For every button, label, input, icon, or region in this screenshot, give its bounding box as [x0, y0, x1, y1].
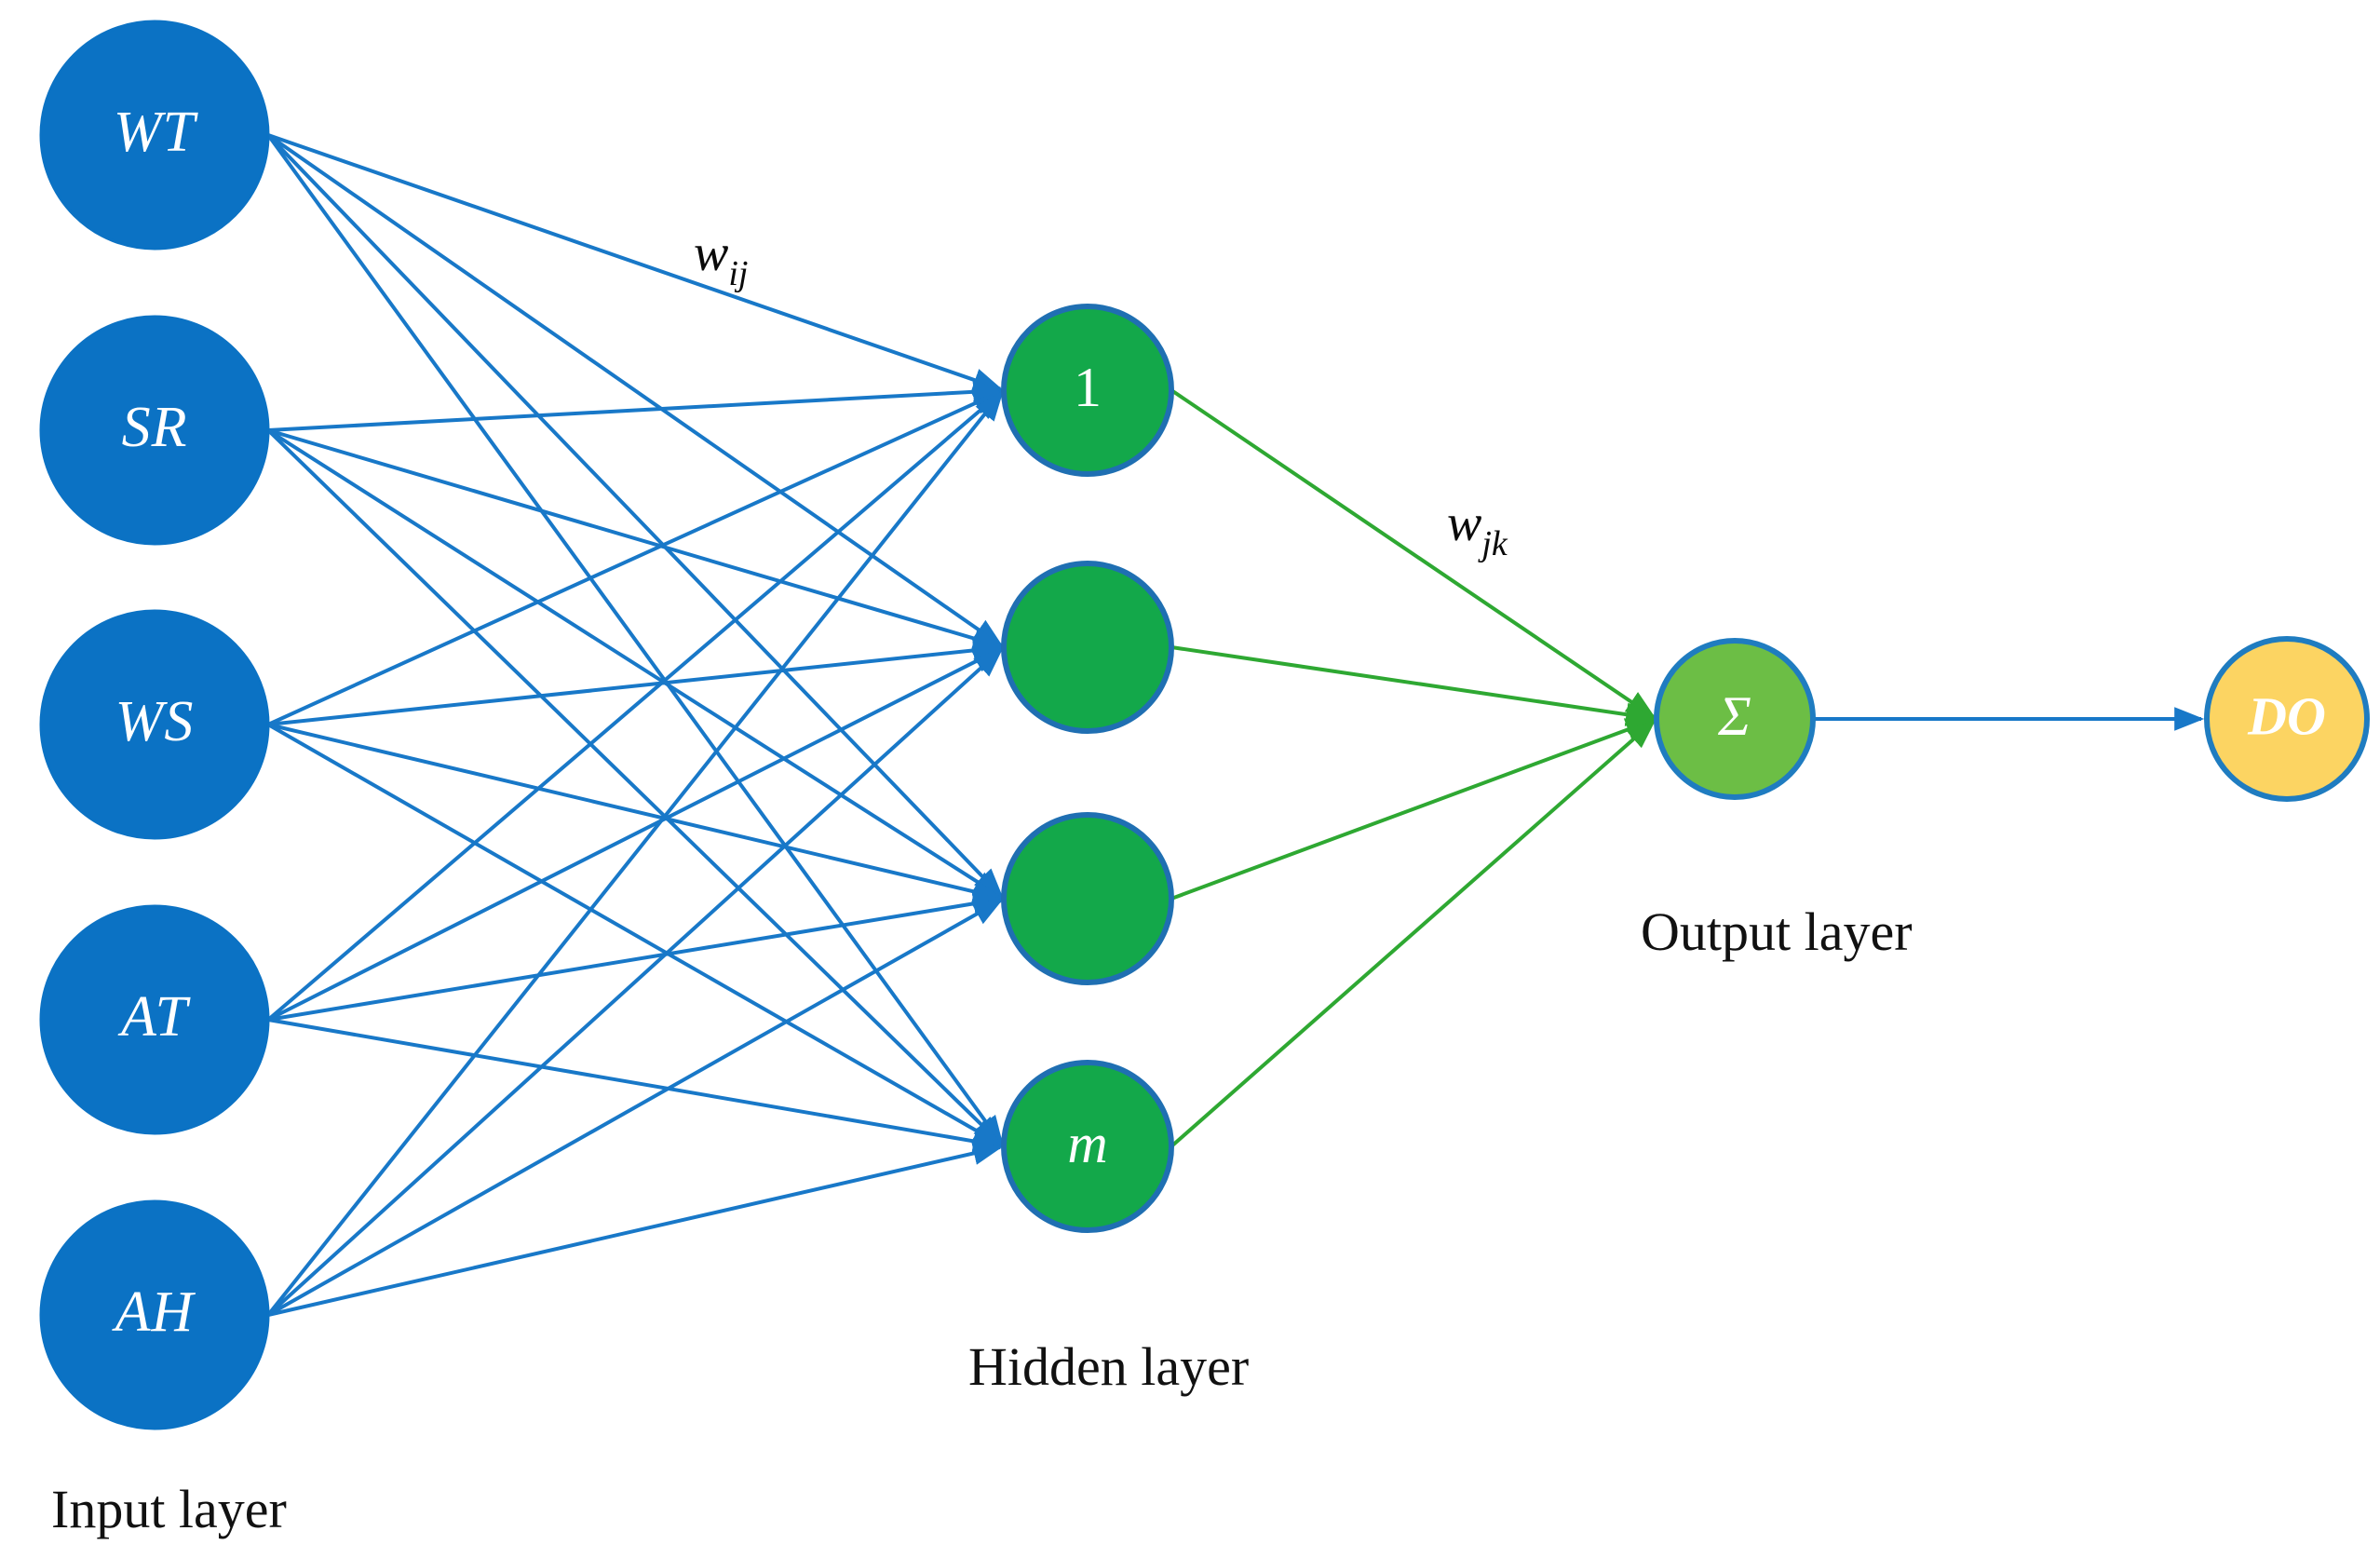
- hidden-node-circle: [1001, 561, 1174, 734]
- edge-input-0-hidden-2: [266, 133, 1004, 899]
- edge-input-2-hidden-2: [267, 723, 1004, 903]
- input-layer-nodes: WT SR WS AT AH: [39, 20, 270, 1430]
- summation-node-label: Σ: [1717, 685, 1751, 747]
- hidden-node-circle: [1001, 304, 1174, 477]
- output-node-do[interactable]: DO: [2204, 636, 2370, 802]
- input-node-label: AH: [112, 1280, 196, 1344]
- edge-input-2-hidden-1: [267, 638, 1004, 726]
- input-node-circle: [39, 609, 270, 840]
- layer-captions: Input layer Hidden layer Output layer: [51, 901, 1913, 1539]
- edge-input-4-hidden-3: [267, 1141, 1004, 1317]
- input-node-label: WS: [115, 690, 195, 753]
- input-node-at[interactable]: AT: [39, 904, 270, 1135]
- output-node-group: DO: [2204, 636, 2370, 802]
- summation-node[interactable]: Σ: [1654, 638, 1816, 800]
- edge-input-3-hidden-0: [266, 390, 1004, 1022]
- input-node-circle: [39, 315, 270, 546]
- output-layer-caption: Output layer: [1641, 901, 1913, 962]
- edge-hidden-0-summation: [1170, 388, 1657, 719]
- input-node-label: WT: [114, 101, 199, 164]
- edge-input-3-hidden-3: [267, 1018, 1004, 1154]
- edge-input-2-hidden-3: [267, 723, 1004, 1146]
- hidden-node-3[interactable]: [1001, 812, 1174, 985]
- edge-hidden-3-summation: [1170, 719, 1657, 1148]
- input-node-ah[interactable]: AH: [39, 1199, 270, 1430]
- edge-input-0-hidden-0: [267, 133, 1004, 392]
- input-node-circle: [39, 20, 270, 251]
- weight-subscript: jk: [1477, 524, 1508, 563]
- weight-symbol: w: [1447, 494, 1481, 552]
- hidden-node-2[interactable]: [1001, 561, 1174, 734]
- edge-input-3-hidden-2: [267, 891, 1004, 1022]
- edge-input-1-hidden-3: [266, 428, 1004, 1146]
- hidden-node-circle: [1001, 1060, 1174, 1233]
- hidden-to-output-weight: wjk: [1447, 494, 1508, 563]
- input-node-ws[interactable]: WS: [39, 609, 270, 840]
- hidden-node-1[interactable]: 1: [1001, 304, 1174, 477]
- edge-input-1-hidden-0: [267, 380, 1004, 432]
- edge-input-4-hidden-1: [266, 647, 1004, 1317]
- edge-input-3-hidden-1: [267, 647, 1004, 1022]
- edge-input-0-hidden-1: [266, 133, 1004, 647]
- input-node-label: AT: [117, 985, 192, 1049]
- hidden-to-summation-edges: [1170, 388, 1657, 1148]
- hidden-node-label: 1: [1074, 357, 1102, 418]
- input-node-sr[interactable]: SR: [39, 315, 270, 546]
- summation-node-group: Σ: [1654, 638, 1816, 800]
- input-node-wt[interactable]: WT: [39, 20, 270, 251]
- hidden-layer-caption: Hidden layer: [968, 1336, 1249, 1397]
- output-node-circle: [2204, 636, 2370, 802]
- weight-subscript: ij: [728, 254, 748, 293]
- edge-input-1-hidden-1: [267, 428, 1004, 650]
- hidden-layer-nodes: 1m: [1001, 304, 1174, 1233]
- hidden-node-label: m: [1067, 1113, 1107, 1174]
- weight-symbol: w: [694, 224, 728, 282]
- input-to-hidden-edges: [266, 133, 1004, 1317]
- edge-input-4-hidden-0: [266, 390, 1004, 1317]
- edge-hidden-1-summation: [1170, 645, 1657, 726]
- edge-input-0-hidden-3: [266, 133, 1004, 1146]
- edge-input-2-hidden-0: [267, 389, 1004, 726]
- hidden-node-m[interactable]: m: [1001, 1060, 1174, 1233]
- input-layer-caption: Input layer: [51, 1479, 287, 1539]
- output-node-label: DO: [2247, 685, 2326, 746]
- input-node-label: SR: [122, 396, 188, 459]
- edge-hidden-2-summation: [1170, 718, 1657, 901]
- input-to-hidden-weight: wij: [694, 224, 748, 293]
- hidden-node-circle: [1001, 812, 1174, 985]
- edge-input-4-hidden-2: [267, 899, 1004, 1317]
- input-node-circle: [39, 1199, 270, 1430]
- summation-node-circle: [1654, 638, 1816, 800]
- input-node-circle: [39, 904, 270, 1135]
- edge-input-1-hidden-2: [266, 428, 1004, 899]
